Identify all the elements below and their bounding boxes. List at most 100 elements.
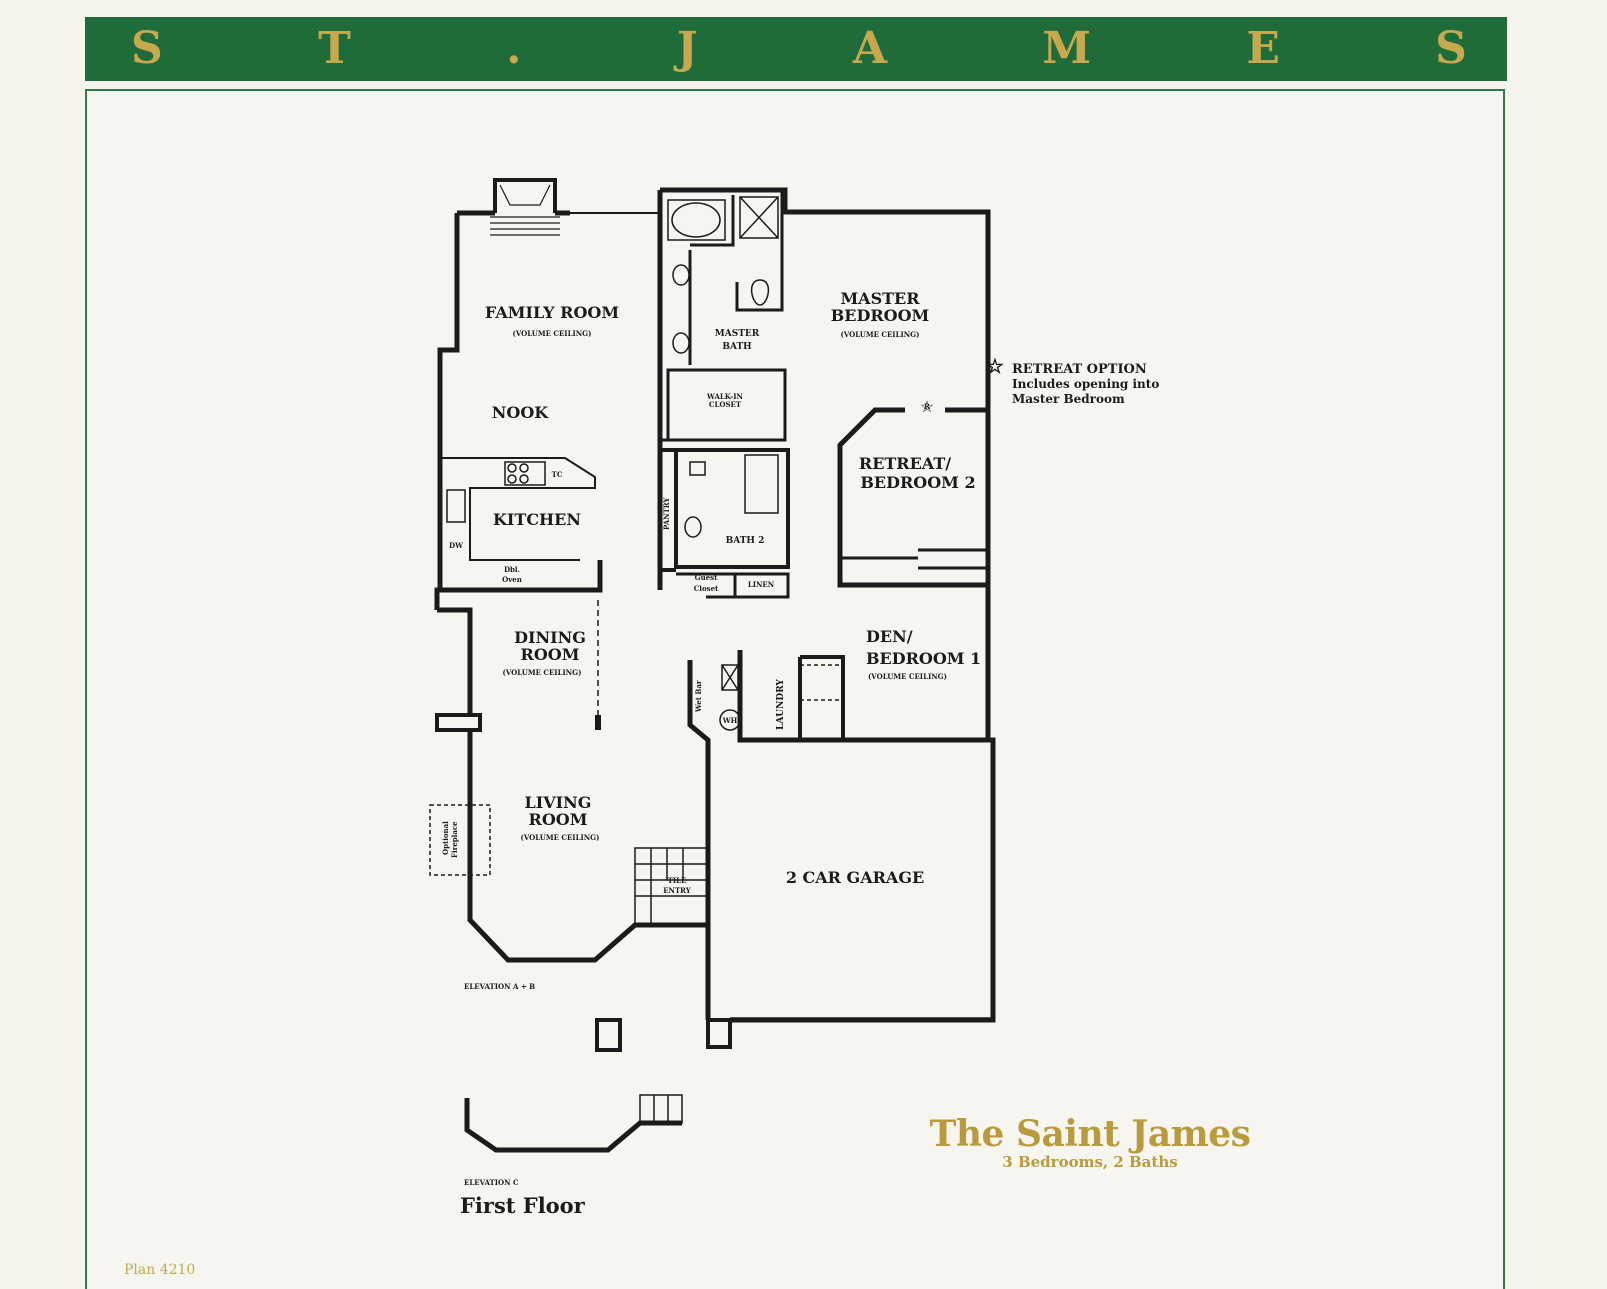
note-line-1: Includes opening into [1012,377,1160,391]
label-kitchen: KITCHEN [493,510,581,529]
label-dining-1: DINING [514,628,586,647]
wall-dining-west [437,607,473,715]
label-master-bedroom-2: BEDROOM [831,306,929,325]
label-pantry: PANTRY [662,497,671,530]
banner-letter: M [1042,23,1092,74]
wall-laundry-inner [798,655,845,740]
bath2-tub [744,454,779,514]
label-den-2: BEDROOM 1 [866,649,981,668]
banner-letter: . [506,23,522,74]
wall-dining-post [435,713,482,732]
banner-letter: S [1435,23,1467,74]
label-elevation-ab: ELEVATION A + B [464,982,535,991]
label-elevation-c: ELEVATION C [464,1178,519,1187]
wall-masterbath-south [660,368,787,442]
label-tc: TC [552,470,563,479]
wall-masterbath-toilet [735,190,784,312]
washer-box [721,664,739,691]
wall-kitchen-south [440,560,603,593]
label-guest-closet-1: Guest [695,573,718,582]
tub-oval [671,202,721,238]
wall-master-bath [660,187,991,740]
banner-letter: A [852,23,888,74]
banner-letter: S [131,23,163,74]
label-nook: NOOK [492,403,550,422]
note-title: RETREAT OPTION [1012,362,1147,377]
brand-block: The Saint James 3 Bedrooms, 2 Baths [900,1115,1280,1171]
label-tile-entry-1: TILE [668,876,687,885]
banner-letter: J [676,23,698,74]
laundry-machines [800,664,843,701]
retreat-star-icon: ☆ [920,397,934,416]
wall-pantry [658,455,676,572]
wall-retreat-closet [840,548,990,570]
label-guest-closet-2: Closet [694,584,719,593]
brand-title: The Saint James [929,1113,1251,1155]
label-fireplace-1: Optional [441,821,450,855]
title-banner: S T . J A M E S [85,17,1507,81]
label-wet-bar: Wet Bar [694,680,703,713]
tub-master [667,199,726,241]
label-living-note: (VOLUME CEILING) [521,833,600,842]
brand-subtitle: 3 Bedrooms, 2 Baths [1002,1153,1178,1171]
stove [504,461,546,486]
label-master-bath-1: MASTER [715,329,760,339]
label-dining-2: ROOM [521,645,580,664]
tile-entry-grid [635,848,707,925]
label-tile-entry-2: ENTRY [663,886,692,895]
toilet-master [750,279,770,306]
label-dw: DW [449,541,463,550]
lav-bath2 [684,516,702,538]
elevation-c-bay [464,1098,682,1153]
label-linen: LINEN [748,580,775,589]
fireplace-box [493,178,557,213]
label-living-1: LIVING [525,793,592,812]
label-laundry: LAUNDRY [776,679,786,730]
label-walkin-closet-2: CLOSET [709,400,742,409]
water-heater [719,709,741,731]
label-family-room: FAMILY ROOM [485,303,619,322]
plan-number: Plan 4210 [124,1262,196,1278]
wall-linen [735,572,790,599]
banner-letter: T [318,23,351,74]
label-retreat-2: BEDROOM 2 [860,473,975,492]
banner-letters: S T . J A M E S [85,17,1507,81]
retreat-option-note: ☆ RETREAT OPTION Includes opening into M… [986,356,1242,407]
label-oven-2: Oven [502,575,522,584]
label-living-2: ROOM [529,810,588,829]
label-bath2: BATH 2 [726,536,765,546]
wall-wetbar [687,660,711,1020]
sink [446,489,466,523]
label-family-room-note: (VOLUME CEILING) [513,329,592,338]
wall-masterbath-inner [690,195,735,247]
banner-letter: E [1246,23,1280,74]
label-retreat-marker: R [924,402,930,411]
label-master-bath-2: BATH [722,342,752,352]
garage-posts [706,1018,732,1049]
wall-guest-closet [676,572,737,599]
label-retreat-1: RETREAT/ [859,454,951,473]
wall-bath2 [660,448,790,569]
kitchen-counter [440,457,596,561]
wall-family-west [434,213,460,610]
toilet-bath2 [689,461,706,476]
label-fireplace-2: Fireplace [450,821,459,858]
label-dining-note: (VOLUME CEILING) [503,668,582,677]
label-garage: 2 CAR GARAGE [786,868,924,887]
label-water-heater: WH [722,716,738,725]
label-den-note: (VOLUME CEILING) [868,672,947,681]
label-den-1: DEN/ [866,627,913,646]
wall-retreat [837,407,988,588]
sheet-frame [85,89,1505,1289]
label-master-bedroom-note: (VOLUME CEILING) [841,330,920,339]
fireplace-optional [429,804,491,876]
floor-label: First Floor [460,1193,585,1218]
star-icon: ☆ [986,354,1004,378]
label-walkin-closet-1: WALK-IN [706,392,744,401]
note-line-2: Master Bedroom [1012,392,1125,406]
label-oven-1: Dbl. [504,565,520,574]
wall-garage [730,737,996,1023]
elevation-c-step [639,1094,683,1124]
label-master-bedroom-1: MASTER [840,289,920,308]
